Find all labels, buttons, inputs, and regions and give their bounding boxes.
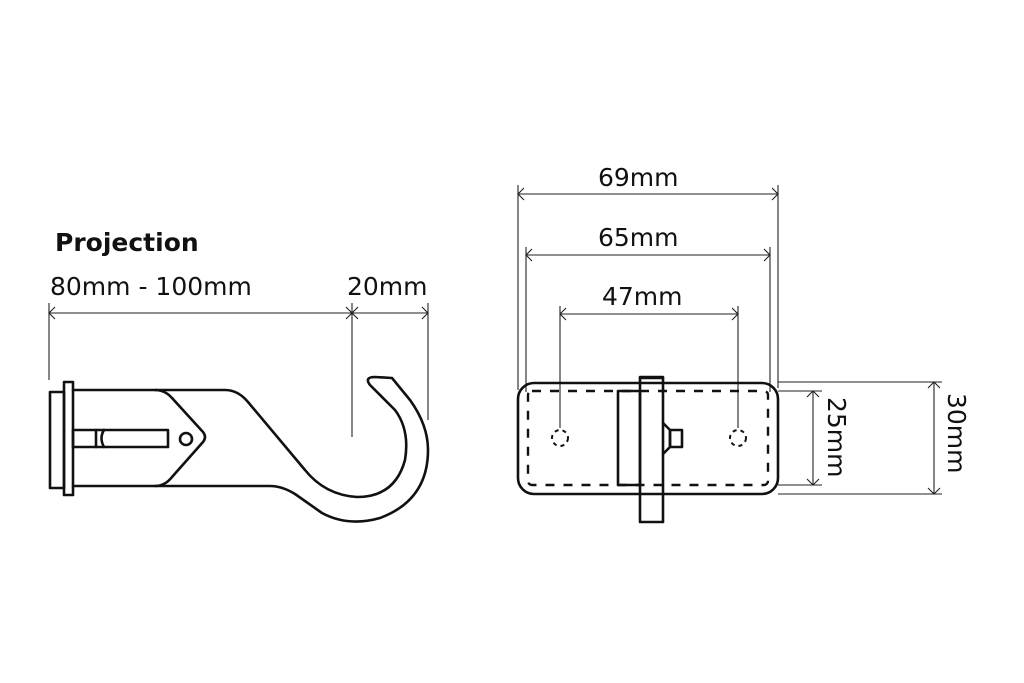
screw-hole-right: [729, 429, 747, 447]
hook-dimension-label: 20mm: [347, 272, 428, 301]
bracket-arm-hook: [153, 375, 430, 523]
width-inner-dimension: [525, 247, 771, 392]
bracket-body: [71, 388, 207, 488]
hole-spacing-dimension: [559, 306, 739, 428]
front-view: 69mm 65mm 47mm: [516, 163, 971, 524]
projection-title: Projection: [55, 228, 199, 257]
projection-dimension-label: 80mm - 100mm: [50, 272, 252, 301]
width-outer-dimension: [517, 185, 779, 390]
height-outer-dimension: [778, 381, 942, 495]
screw-hole-left: [551, 429, 569, 447]
width-outer-label: 69mm: [598, 163, 679, 192]
hole-spacing-label: 47mm: [602, 282, 683, 311]
mounting-plate-inner: [526, 389, 770, 487]
wall-plate: [48, 380, 75, 497]
height-outer-label: 30mm: [942, 393, 971, 474]
height-inner-dimension: [778, 390, 822, 486]
side-view: Projection 80mm - 100mm 20mm: [48, 228, 430, 523]
center-post: [616, 375, 684, 524]
height-inner-label: 25mm: [822, 397, 851, 478]
projection-dimension-line: [48, 303, 429, 437]
mounting-plate: [516, 381, 780, 496]
set-screw-slot: [71, 428, 194, 449]
width-inner-label: 65mm: [598, 223, 679, 252]
